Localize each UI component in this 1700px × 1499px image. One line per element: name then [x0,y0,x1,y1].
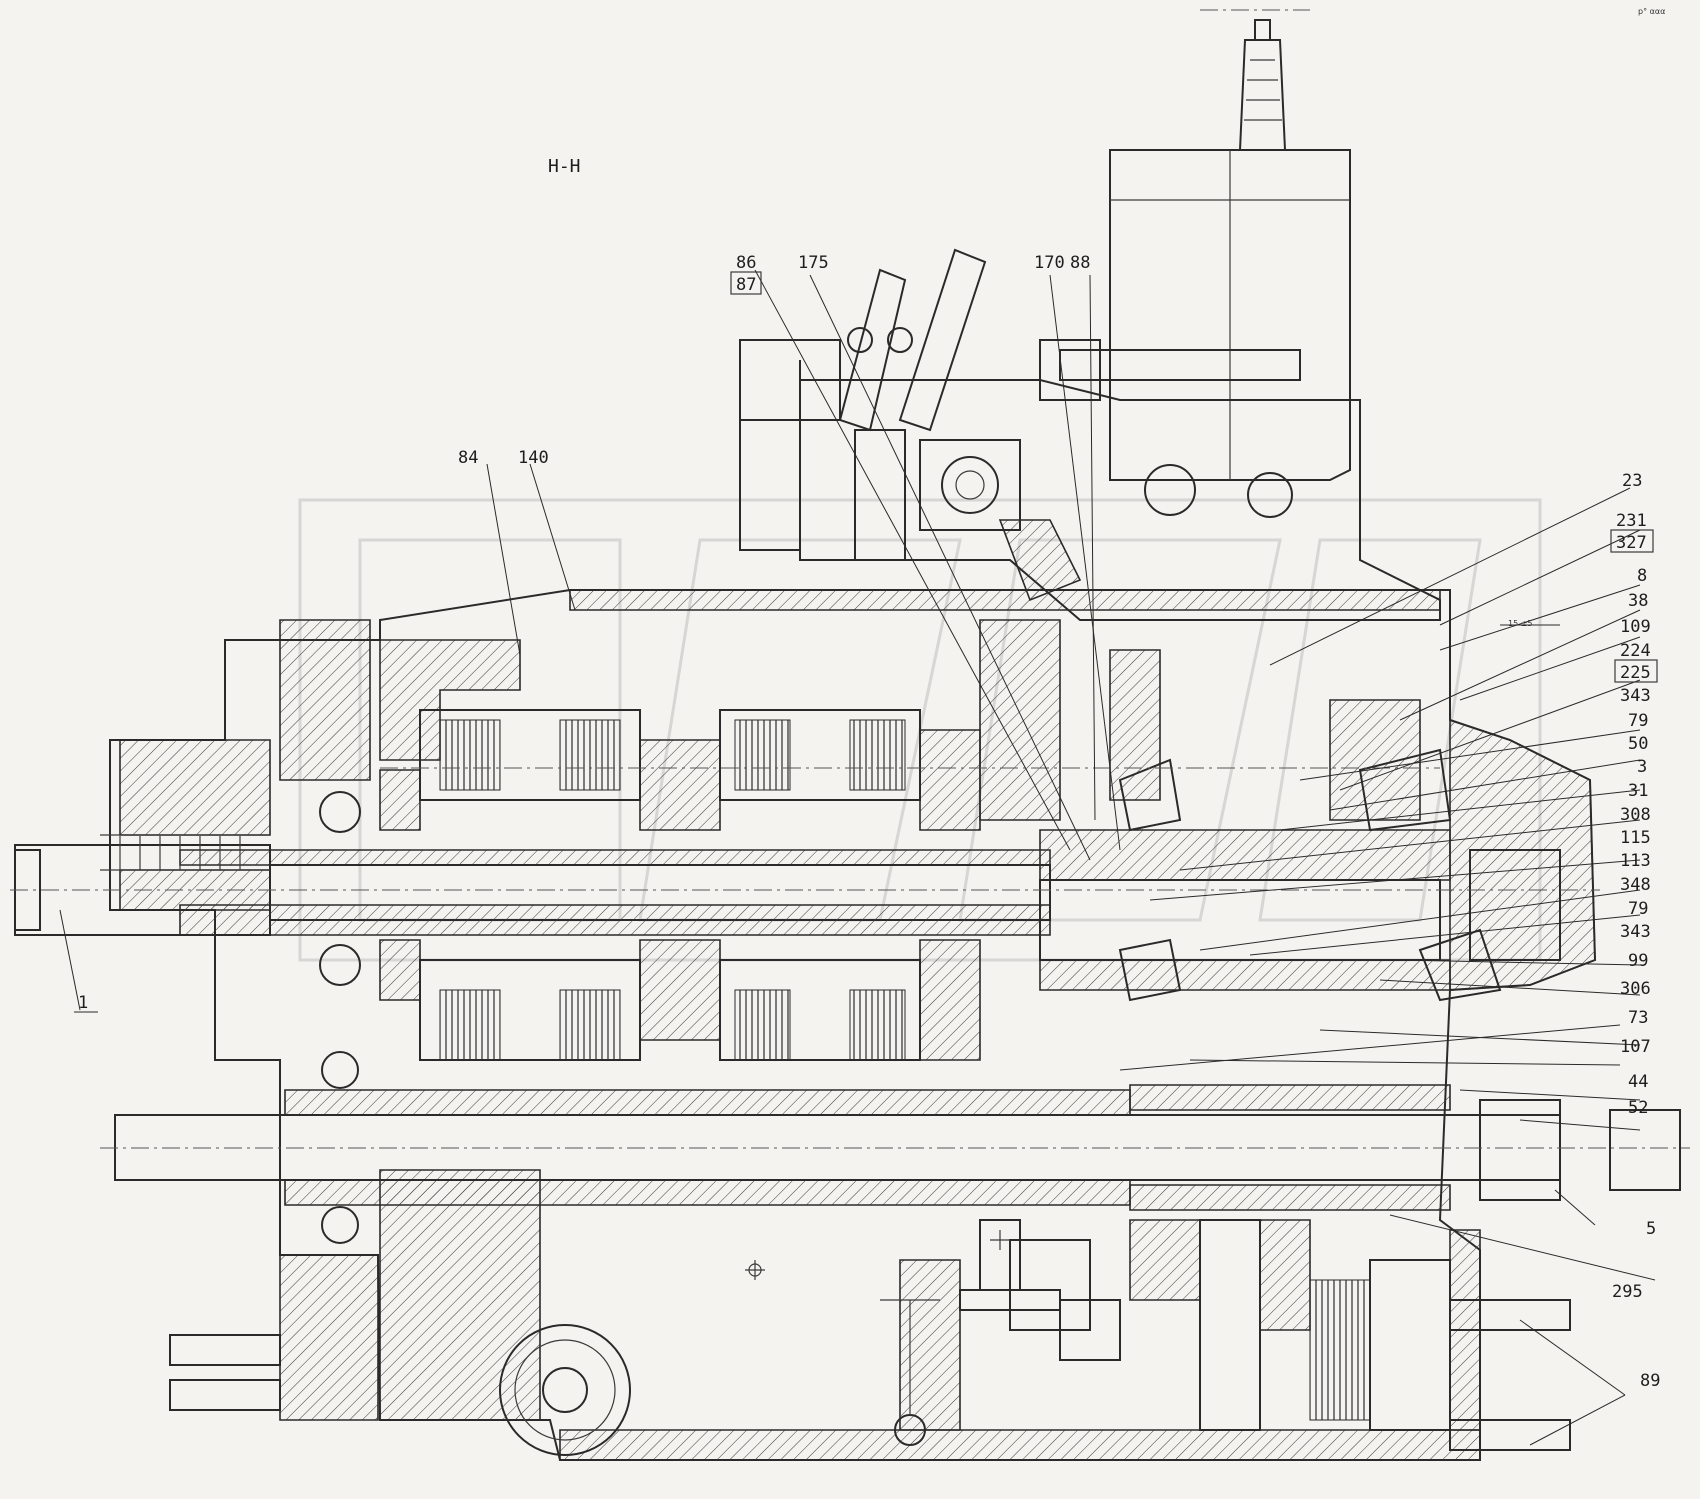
clutch-packs [379,709,981,1061]
dimension-note: 15 ±5 [1508,619,1533,628]
callout-31: 31 [1628,781,1648,801]
callout-52: 52 [1628,1098,1648,1118]
callout-170: 170 [1034,253,1065,273]
housing [109,589,1597,1461]
callout-175: 175 [798,253,829,273]
lower-gear-area [169,1219,1571,1456]
section-title: H-H [548,156,581,177]
callout-50: 50 [1628,734,1648,754]
callout-5: 5 [1646,1219,1656,1239]
callout-327: 327 [1616,533,1647,553]
callout-348: 348 [1620,875,1651,895]
centerlines [10,9,1690,1149]
callout-224: 224 [1620,641,1651,661]
corner-note: p° ααα [1638,7,1665,16]
callout-343-upper: 343 [1620,686,1651,706]
output-shaft [1039,829,1561,991]
input-shaft [14,834,1051,936]
callout-295: 295 [1612,1282,1643,1302]
callout-115: 115 [1620,828,1651,848]
callout-89: 89 [1640,1371,1660,1391]
callout-84: 84 [458,448,478,468]
lower-shaft [114,1084,1681,1211]
callout-44: 44 [1628,1072,1648,1092]
shift-tower [799,19,1441,621]
callout-140: 140 [518,448,549,468]
callout-231: 231 [1616,511,1647,531]
callout-308: 308 [1620,805,1651,825]
sensors [739,248,1021,561]
callout-86: 86 [736,253,756,273]
callout-8: 8 [1637,566,1647,586]
callout-23: 23 [1622,471,1642,491]
callout-99: 99 [1628,951,1648,971]
callout-79-upper: 79 [1628,711,1648,731]
callout-73: 73 [1628,1008,1648,1028]
callout-109: 109 [1620,617,1651,637]
callout-38: 38 [1628,591,1648,611]
callout-3: 3 [1637,757,1647,777]
callout-113: 113 [1620,851,1651,871]
callout-107: 107 [1620,1037,1651,1057]
callout-87: 87 [736,275,756,295]
callout-343-lower: 343 [1620,922,1651,942]
callout-88: 88 [1070,253,1090,273]
callout-labels: H-H p° ααα 15 ±5 86 87 175 170 88 84 140… [74,7,1665,1391]
leader-lines [59,269,1656,1446]
callout-225: 225 [1620,663,1651,683]
bearings [319,748,1502,1244]
callout-1: 1 [78,993,88,1013]
callout-306: 306 [1620,979,1651,999]
callout-79-lower: 79 [1628,899,1648,919]
